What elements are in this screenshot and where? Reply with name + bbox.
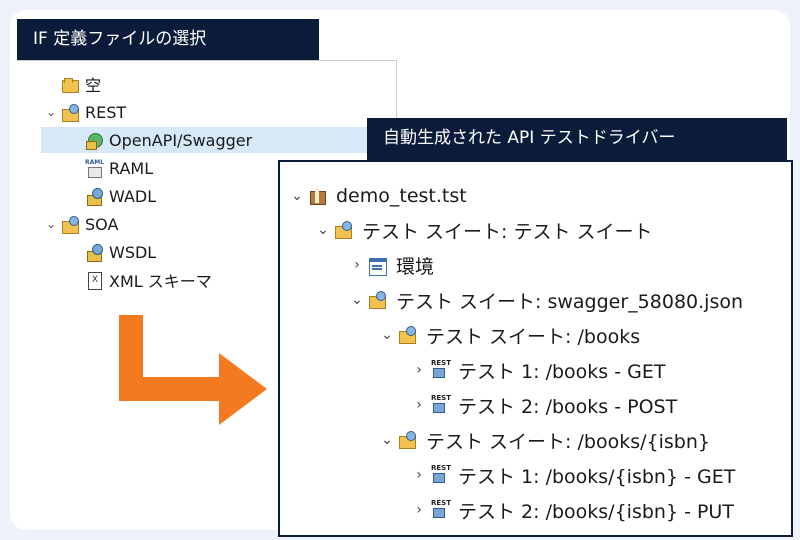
tree-item-soa[interactable]: ⌄ SOA <box>41 211 391 237</box>
tree-item-empty[interactable]: 空 <box>41 71 391 97</box>
tree-spacer <box>41 155 85 181</box>
tree-spacer <box>41 127 85 153</box>
tree-item-suite-swagger[interactable]: ⌄ テスト スイート: swagger_58080.json <box>346 284 743 316</box>
suite-icon <box>398 325 418 345</box>
tree-item-test-file[interactable]: ⌄ demo_test.tst <box>286 180 467 212</box>
xml-schema-icon <box>85 271 103 290</box>
tree-item-suite-books-isbn[interactable]: ⌄ テスト スイート: /books/{isbn} <box>376 424 710 456</box>
tree-item-environment[interactable]: › 環境 <box>346 249 434 281</box>
wadl-icon <box>85 187 103 206</box>
tree-item-label: テスト スイート: /books <box>426 325 641 348</box>
tree-item-label: demo_test.tst <box>336 185 467 207</box>
rest-test-icon: REST <box>430 500 451 520</box>
tree-item-label: 環境 <box>396 255 435 278</box>
tree-item-label: テスト 1: /books - GET <box>458 360 666 383</box>
chevron-down-icon[interactable]: ⌄ <box>45 217 57 231</box>
chevron-right-icon[interactable]: › <box>416 397 422 413</box>
chevron-right-icon[interactable]: › <box>416 502 422 518</box>
caption-select-if: IF 定義ファイルの選択 <box>17 19 319 61</box>
tree-item-wadl[interactable]: WADL <box>41 183 391 209</box>
tree-spacer <box>41 71 61 97</box>
suite-icon <box>368 290 388 310</box>
chevron-right-icon[interactable]: › <box>354 257 360 273</box>
caption-generated-driver: 自動生成された API テストドライバー <box>367 118 787 160</box>
chevron-down-icon[interactable]: ⌄ <box>45 105 57 119</box>
tree-spacer <box>41 267 85 293</box>
tree-item-label: テスト スイート: テスト スイート <box>362 220 653 243</box>
openapi-icon <box>85 131 103 150</box>
tree-item-wsdl[interactable]: WSDL <box>41 239 391 265</box>
tree-item-suite-books[interactable]: ⌄ テスト スイート: /books <box>376 319 640 351</box>
chevron-down-icon[interactable]: ⌄ <box>351 292 363 308</box>
tree-spacer <box>41 183 85 209</box>
soa-category-icon <box>61 215 79 234</box>
tree-item-xml-schema[interactable]: XML スキーマ <box>41 267 391 293</box>
tree-item-openapi[interactable]: OpenAPI/Swagger <box>41 127 391 153</box>
tree-item-label: テスト 1: /books/{isbn} - GET <box>458 465 736 488</box>
chevron-down-icon[interactable]: ⌄ <box>317 222 329 238</box>
tree-item-test-books-post[interactable]: › REST テスト 2: /books - POST <box>408 389 677 421</box>
raml-icon: RAML <box>85 159 104 178</box>
tree-item-label: REST <box>85 102 127 122</box>
tree-item-label: テスト スイート: /books/{isbn} <box>426 430 710 453</box>
tree-item-test-books-get[interactable]: › REST テスト 1: /books - GET <box>408 354 665 386</box>
illustration-frame: IF 定義ファイルの選択 空 ⌄ REST OpenAPI/Swagger RA… <box>10 10 793 537</box>
chevron-down-icon[interactable]: ⌄ <box>291 188 303 204</box>
tree-item-label: テスト 2: /books - POST <box>458 395 678 418</box>
chevron-right-icon[interactable]: › <box>416 467 422 483</box>
suite-icon <box>398 430 418 450</box>
rest-test-icon: REST <box>430 465 451 485</box>
chevron-right-icon[interactable]: › <box>416 362 422 378</box>
tree-item-label: RAML <box>109 158 154 178</box>
tree-item-label: WADL <box>109 186 157 206</box>
test-file-icon <box>308 186 328 206</box>
rest-test-icon: REST <box>430 360 451 380</box>
tree-item-label: テスト スイート: swagger_58080.json <box>396 290 744 313</box>
tree-item-test-isbn-put[interactable]: › REST テスト 2: /books/{isbn} - PUT <box>408 494 734 526</box>
arrow-icon <box>119 315 267 425</box>
environment-icon <box>368 255 388 276</box>
tree-item-label: WSDL <box>109 242 157 262</box>
tree-item-suite-root[interactable]: ⌄ テスト スイート: テスト スイート <box>312 214 653 246</box>
tree-item-label: 空 <box>85 76 102 95</box>
rest-category-icon <box>61 103 79 122</box>
suite-icon <box>334 220 354 240</box>
tree-item-rest[interactable]: ⌄ REST <box>41 99 391 125</box>
rest-test-icon: REST <box>430 395 451 415</box>
tree-item-test-isbn-get[interactable]: › REST テスト 1: /books/{isbn} - GET <box>408 459 735 491</box>
chevron-down-icon[interactable]: ⌄ <box>381 327 393 343</box>
tree-item-label: SOA <box>85 214 119 234</box>
tree-item-raml[interactable]: RAML RAML <box>41 155 391 181</box>
tree-spacer <box>41 239 85 265</box>
tree-item-label: テスト 2: /books/{isbn} - PUT <box>458 500 734 523</box>
folder-icon <box>61 75 79 93</box>
chevron-down-icon[interactable]: ⌄ <box>381 432 393 448</box>
tree-item-label: XML スキーマ <box>109 272 212 291</box>
tree-item-label: OpenAPI/Swagger <box>109 130 253 150</box>
wsdl-icon <box>85 243 103 262</box>
test-driver-tree: ⌄ demo_test.tst ⌄ テスト スイート: テスト スイート › 環… <box>278 160 793 537</box>
